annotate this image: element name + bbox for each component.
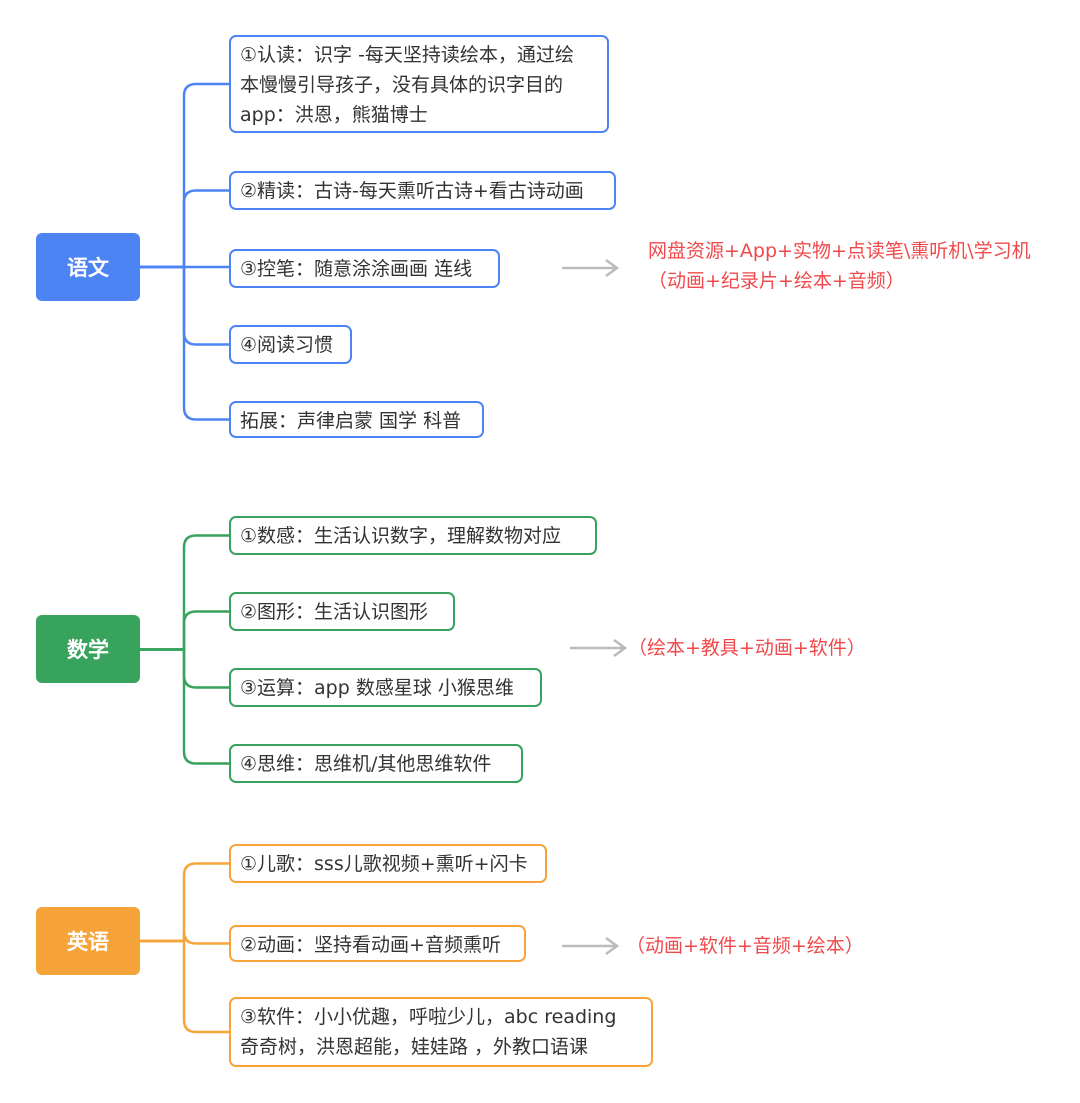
root-topic-math[interactable]: 数学 (36, 615, 140, 683)
subtopic-node[interactable]: ②精读：古诗-每天熏听古诗+看古诗动画 (229, 171, 616, 210)
subtopic-node[interactable]: ④思维：思维机/其他思维软件 (229, 744, 523, 783)
root-topic-chinese[interactable]: 语文 (36, 233, 140, 301)
connector-line (140, 648, 229, 765)
connector-line (140, 265, 229, 421)
root-topic-english[interactable]: 英语 (36, 907, 140, 975)
subtopic-node[interactable]: 拓展：声律启蒙 国学 科普 (229, 401, 484, 438)
subtopic-node[interactable]: ①认读：识字 -每天坚持读绘本，通过绘 本慢慢引导孩子，没有具体的识字目的 ap… (229, 35, 609, 133)
subtopic-node[interactable]: ②图形：生活认识图形 (229, 592, 455, 631)
connector-line (140, 939, 229, 1034)
subtopic-node[interactable]: ③控笔：随意涂涂画画 连线 (229, 249, 500, 288)
connector-line (140, 82, 229, 269)
subtopic-node[interactable]: ③运算：app 数感星球 小猴思维 (229, 668, 542, 707)
connector-line (140, 534, 229, 651)
connector-line (140, 931, 229, 945)
arrow-right-icon (570, 638, 628, 658)
connector-line (140, 189, 229, 269)
connector-line (140, 862, 229, 943)
subtopic-node[interactable]: ②动画：坚持看动画+音频熏听 (229, 925, 526, 962)
resource-note: （动画+软件+音频+绘本） (626, 935, 864, 957)
resource-note: （绘本+教具+动画+软件） (628, 637, 866, 659)
resource-note: 网盘资源+App+实物+点读笔\熏听机\学习机 （动画+纪录片+绘本+音频） (648, 240, 1031, 292)
arrow-right-icon (562, 258, 620, 278)
subtopic-node[interactable]: ①数感：生活认识数字，理解数物对应 (229, 516, 597, 555)
arrow-right-icon (562, 936, 620, 956)
subtopic-node[interactable]: ①儿歌：sss儿歌视频+熏听+闪卡 (229, 844, 547, 883)
subtopic-node[interactable]: ③软件：小小优趣，呼啦少儿，abc reading 奇奇树，洪恩超能，娃娃路 ，… (229, 997, 653, 1067)
subtopic-node[interactable]: ④阅读习惯 (229, 325, 352, 364)
connector-line (140, 610, 229, 651)
